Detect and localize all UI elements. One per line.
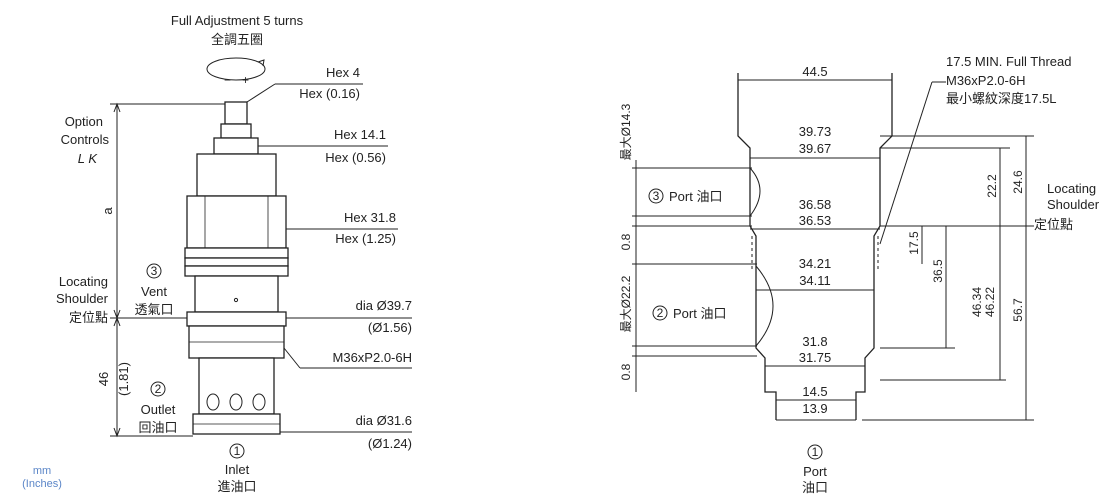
thread-note-1: 17.5 MIN. Full Thread — [946, 54, 1071, 69]
shoulder-label: Shoulder — [56, 291, 109, 306]
svg-text:1: 1 — [812, 445, 819, 459]
inlet-label: Inlet — [225, 462, 250, 477]
dim-318: 31.8 — [802, 334, 827, 349]
hex14-inch-label: Hex (0.56) — [325, 150, 386, 165]
svg-text:1: 1 — [234, 444, 241, 458]
outlet-hole-icon — [252, 393, 266, 411]
svg-text:2: 2 — [657, 306, 664, 320]
port3-number-icon — [146, 263, 162, 279]
gap-08a-label: 0.8 — [619, 233, 633, 250]
hex4-label: Hex 4 — [326, 65, 360, 80]
adjust-title: Full Adjustment 5 turns — [171, 13, 304, 28]
port2-number-icon — [150, 381, 166, 397]
thread-note-2: M36xP2.0-6H — [946, 73, 1025, 88]
outlet-section — [198, 357, 275, 415]
hex14-label: Hex 14.1 — [334, 127, 386, 142]
port3-arc — [749, 167, 761, 217]
cavity-view: 44.5 39.73 39.67 36.58 36.53 34.21 34.11… — [619, 54, 1100, 495]
dim-139: 13.9 — [802, 401, 827, 416]
locating-label-right: Locating — [1047, 181, 1096, 196]
dim-v-222: 22.2 — [985, 174, 999, 198]
dim-145: 14.5 — [802, 384, 827, 399]
outlet-label: Outlet — [141, 402, 176, 417]
dim-3967: 39.67 — [799, 141, 832, 156]
dim-v-175: 17.5 — [907, 231, 921, 255]
vent-label: Vent — [141, 284, 167, 299]
vent-hole-icon — [233, 297, 239, 303]
outlet-cn-label: 回油口 — [138, 420, 177, 435]
port2-number-icon — [652, 305, 668, 321]
thread-note-3: 最小螺紋深度17.5L — [946, 91, 1057, 106]
dia316-inch-label: (Ø1.24) — [368, 436, 412, 451]
hex31-inch-label: Hex (1.25) — [335, 231, 396, 246]
option-label: Option — [65, 114, 103, 129]
svg-text:3: 3 — [653, 189, 660, 203]
hex31-label: Hex 31.8 — [344, 210, 396, 225]
max-143-label: 最大Ø14.3 — [619, 103, 633, 160]
vent-cn-label: 透氣口 — [134, 302, 173, 317]
locating-label: Locating — [59, 274, 108, 289]
dim-v-567: 56.7 — [1011, 298, 1025, 322]
port2-label: Port 油口 — [673, 306, 726, 321]
gap-08b-label: 0.8 — [619, 363, 633, 380]
inlet-cn-label: 進油口 — [217, 479, 256, 494]
thread-label: M36xP2.0-6H — [333, 350, 412, 365]
dim-v-365: 36.5 — [931, 259, 945, 283]
port1-number-icon — [807, 444, 823, 460]
dia397-inch-label: (Ø1.56) — [368, 320, 412, 335]
rotation-minus: − — [224, 73, 231, 87]
controls-label: Controls — [61, 132, 110, 147]
dim-445: 44.5 — [802, 64, 827, 79]
dim-3973: 39.73 — [799, 124, 832, 139]
hex4-collar — [220, 123, 252, 139]
dia397-label: dia Ø39.7 — [356, 298, 412, 313]
dim46-label: 46 — [96, 372, 111, 386]
port1-cn-label: 油口 — [802, 480, 828, 495]
max-222-label: 最大Ø22.2 — [619, 275, 633, 332]
units-mm: mm — [33, 465, 51, 477]
dim-3175: 31.75 — [799, 350, 832, 365]
outlet-hole-icon — [229, 393, 243, 411]
dim-3653: 36.53 — [799, 213, 832, 228]
units-inches: (Inches) — [22, 478, 62, 490]
hex4-stem — [224, 101, 248, 125]
vent-section — [194, 275, 279, 313]
hex31-body — [186, 195, 287, 249]
dim-3658: 36.58 — [799, 197, 832, 212]
dim46-inch-label: (1.81) — [116, 362, 131, 396]
port1-number-icon — [229, 443, 245, 459]
rotation-plus: + — [242, 73, 249, 87]
hex4-inch-label: Hex (0.16) — [299, 86, 360, 101]
cavity-left-wall — [737, 73, 777, 420]
option-codes: L K — [78, 151, 99, 166]
dim-3421: 34.21 — [799, 256, 832, 271]
port2-arc — [755, 265, 774, 347]
dim-a-label: a — [100, 207, 115, 215]
adjuster-body — [196, 153, 277, 197]
adjust-title-cn: 全調五圈 — [211, 32, 263, 47]
svg-text:3: 3 — [151, 264, 158, 278]
cavity-right-wall — [855, 73, 893, 420]
outlet-hole-icon — [206, 393, 220, 411]
dim-3411: 34.11 — [799, 273, 831, 288]
svg-text:2: 2 — [155, 382, 162, 396]
rotation-arrow-icon — [206, 57, 266, 81]
locating-cn-label-right: 定位點 — [1034, 217, 1073, 232]
dia316-label: dia Ø31.6 — [356, 413, 412, 428]
shoulder-label-right: Shoulder — [1047, 197, 1100, 212]
dim-v-4634: 46.34 — [970, 287, 984, 317]
locating-cn-label: 定位點 — [69, 310, 108, 325]
collar-397 — [186, 311, 287, 327]
port3-label: Port 油口 — [669, 189, 722, 204]
dim-v-246: 24.6 — [1011, 170, 1025, 194]
seal-groove — [184, 247, 289, 259]
hex14-nut — [213, 137, 259, 155]
port1-label: Port — [803, 464, 827, 479]
dim-v-4622: 46.22 — [983, 287, 997, 317]
port3-number-icon — [648, 188, 664, 204]
cartridge-valve-view: Full Adjustment 5 turns 全調五圈 − + — [22, 13, 412, 494]
